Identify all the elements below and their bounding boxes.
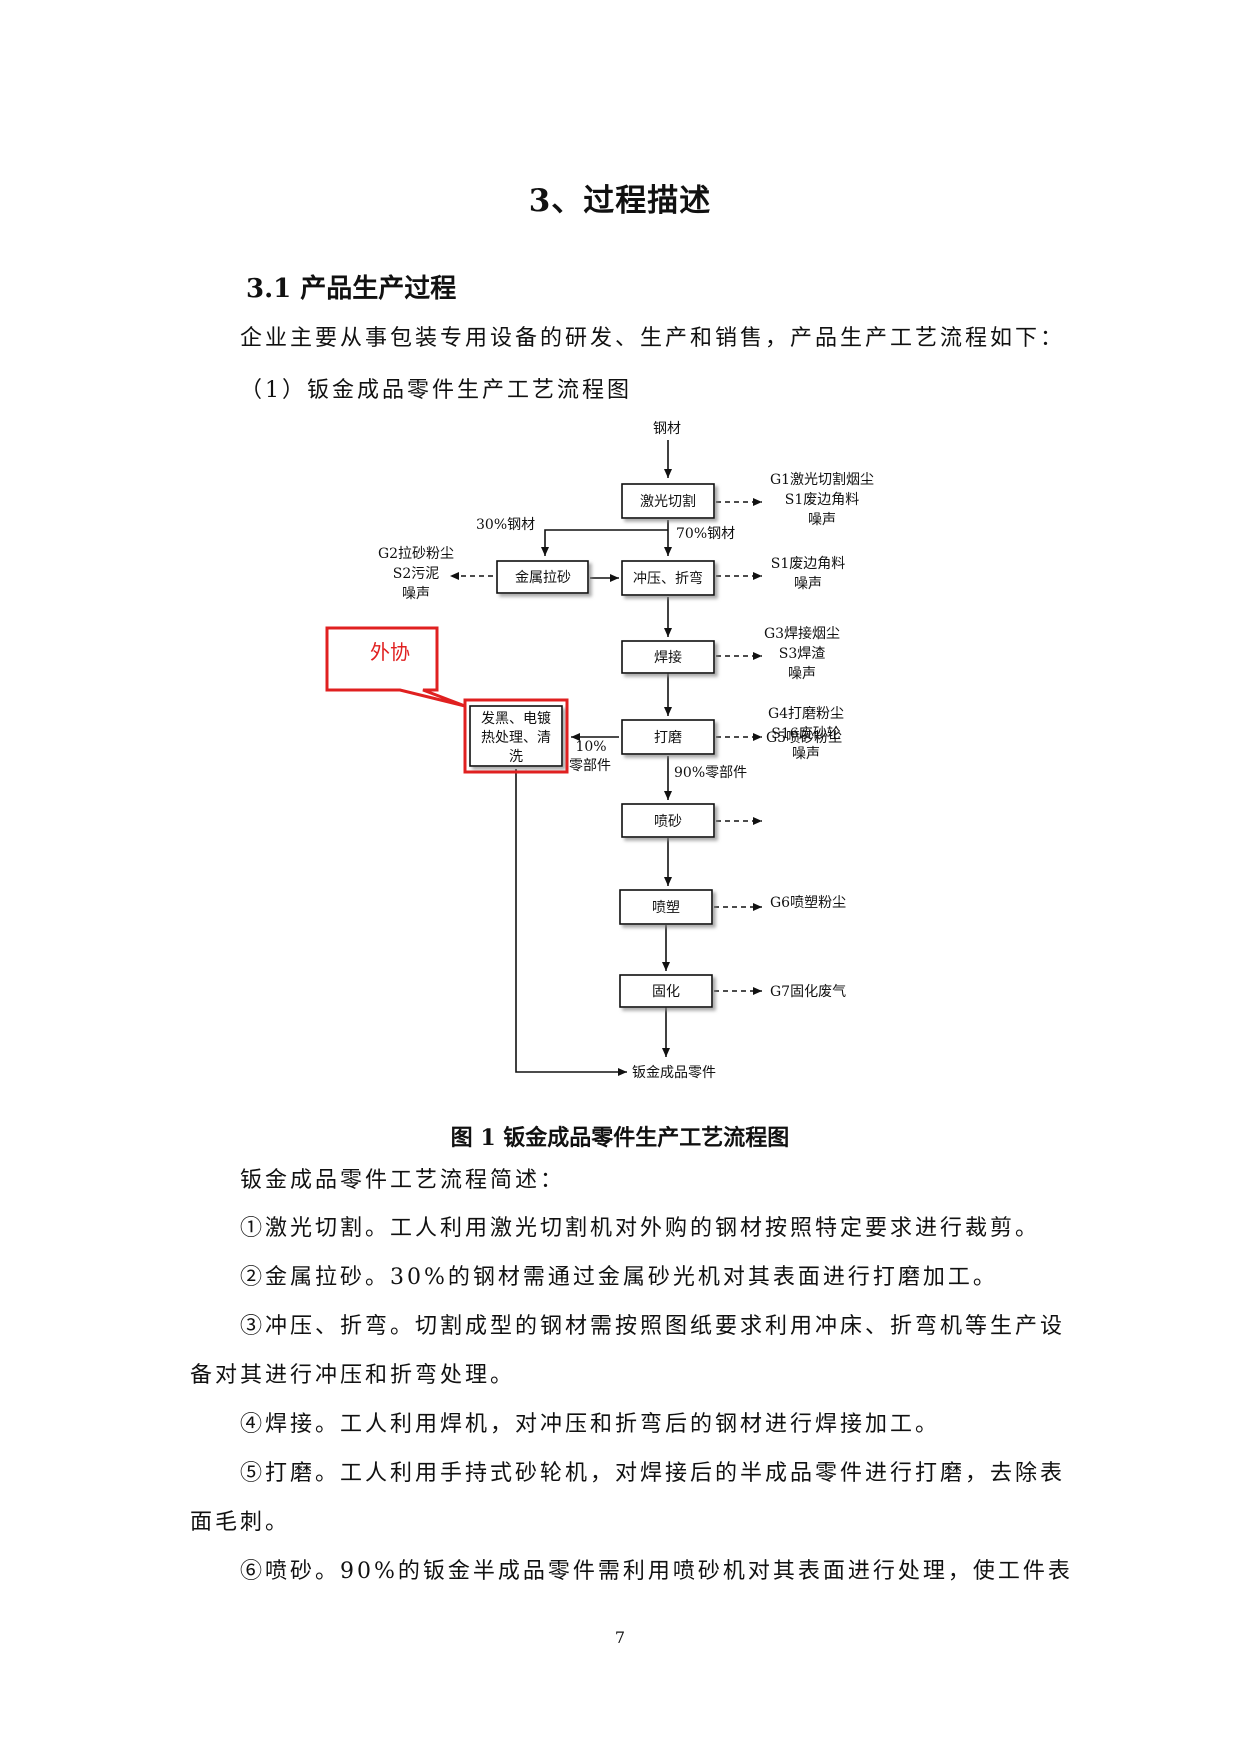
- sanding-emission-3: 噪声: [402, 586, 430, 602]
- node-finished-parts: 钣金成品零件: [632, 1065, 716, 1081]
- step-5-grinding-line-1: ⑤打磨。工人利用手持式砂轮机，对焊接后的半成品零件进行打磨，去除表: [240, 1461, 1066, 1486]
- grinding-emission-2: S16废砂轮: [771, 726, 840, 742]
- description-title: 钣金成品零件工艺流程简述：: [240, 1168, 566, 1193]
- page-number: 7: [614, 1628, 626, 1647]
- node-steel-input: 钢材: [653, 421, 681, 437]
- node-sandblasting: 喷砂: [654, 814, 682, 830]
- outsourced-highlight-frame: [463, 698, 569, 774]
- node-grinding: 打磨: [654, 729, 682, 746]
- sandblast-emission: G5喷砂粉尘: [766, 730, 842, 746]
- chapter-title: 3、过程描述: [528, 183, 712, 219]
- laser-emission-3: 噪声: [808, 512, 836, 528]
- step-3-stamping-line-2: 备对其进行冲压和折弯处理。: [190, 1363, 516, 1388]
- split-70-percent-steel: 70%钢材: [676, 526, 735, 542]
- laser-emission-2: S1废边角料: [785, 492, 860, 508]
- step-2-metal-sanding: ②金属拉砂。30%的钢材需通过金属砂光机对其表面进行打磨加工。: [240, 1265, 998, 1290]
- grinding-emission-3: 噪声: [792, 746, 820, 762]
- split-30-percent-steel: 30%钢材: [476, 517, 535, 533]
- node-curing: 固化: [652, 984, 680, 1000]
- node-powder-spraying: 喷塑: [652, 900, 680, 916]
- stamping-emission-1: S1废边角料: [771, 556, 846, 572]
- flowchart-subtitle: （1）钣金成品零件生产工艺流程图: [240, 378, 632, 403]
- grinding-emission-1: G4打磨粉尘: [768, 705, 844, 722]
- sanding-emission-2: S2污泥: [393, 566, 440, 582]
- process-flowchart: 钢材 激光切割 冲压、折弯 金属拉砂 焊接 打磨 喷砂 喷塑 固化 发黑、电镀 …: [325, 421, 874, 1081]
- outsourced-box-line-1: 发黑、电镀: [481, 710, 551, 727]
- step-4-welding: ④焊接。工人利用焊机，对冲压和折弯后的钢材进行焊接加工。: [240, 1412, 941, 1437]
- laser-emission-1: G1激光切割烟尘: [770, 471, 874, 488]
- node-welding: 焊接: [654, 649, 682, 666]
- sanding-emission-1: G2拉砂粉尘: [378, 546, 454, 562]
- welding-emission-2: S3焊渣: [779, 646, 826, 662]
- node-stamping-bending: 冲压、折弯: [633, 570, 703, 587]
- welding-emission-1: G3焊接烟尘: [764, 625, 840, 642]
- split-90-percent-parts: 90%零部件: [674, 765, 747, 781]
- welding-emission-3: 噪声: [788, 666, 816, 682]
- spraying-emission: G6喷塑粉尘: [770, 895, 846, 911]
- step-1-laser-cutting: ①激光切割。工人利用激光切割机对外购的钢材按照特定要求进行裁剪。: [240, 1216, 1041, 1241]
- node-metal-sanding: 金属拉砂: [515, 570, 571, 586]
- intro-paragraph: 企业主要从事包装专用设备的研发、生产和销售，产品生产工艺流程如下：: [240, 326, 1066, 351]
- node-laser-cutting: 激光切割: [640, 493, 696, 510]
- section-title: 3.1 产品生产过程: [246, 274, 457, 304]
- step-6-sandblasting-line-1: ⑥喷砂。90%的钣金半成品零件需利用喷砂机对其表面进行处理，使工件表: [240, 1559, 1073, 1584]
- outsourced-box-line-2: 热处理、清: [481, 730, 551, 746]
- split-10-percent: 10%: [575, 739, 606, 755]
- split-10-label: 零部件: [569, 758, 611, 774]
- stamping-emission-2: 噪声: [794, 576, 822, 592]
- outsourced-callout-bubble: [325, 626, 466, 708]
- figure-caption: 图 1 钣金成品零件生产工艺流程图: [450, 1125, 790, 1151]
- curing-emission: G7固化废气: [770, 984, 846, 1000]
- step-5-grinding-line-2: 面毛刺。: [190, 1510, 291, 1535]
- outsourced-callout-text: 外协: [370, 640, 410, 664]
- step-3-stamping-line-1: ③冲压、折弯。切割成型的钢材需按照图纸要求利用冲床、折弯机等生产设: [240, 1314, 1066, 1339]
- outsourced-box-line-3: 洗: [509, 749, 523, 765]
